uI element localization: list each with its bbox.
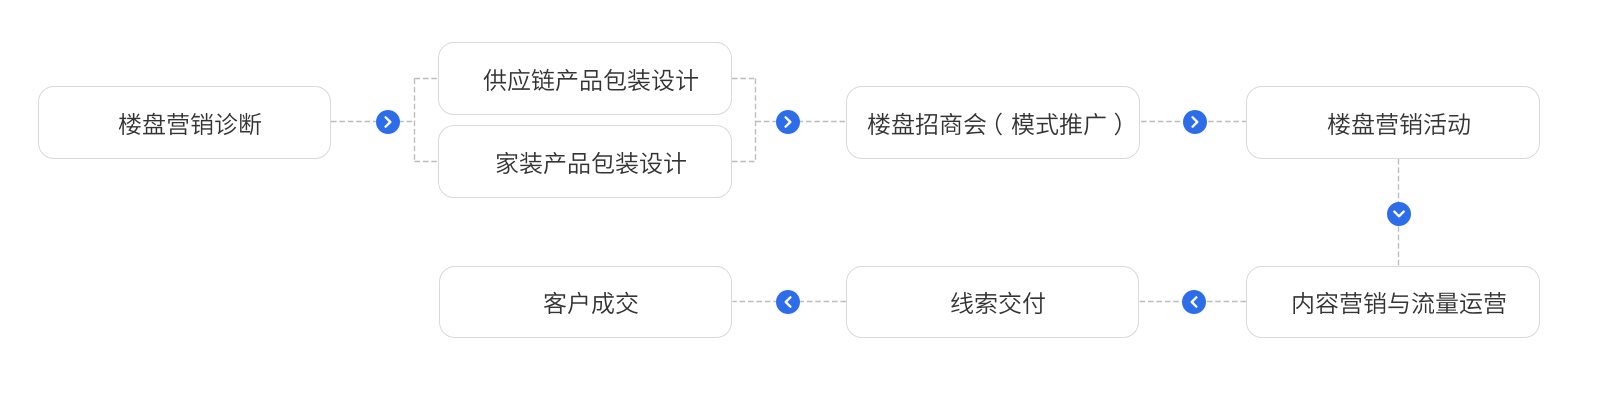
node-label-glyphs	[951, 291, 1045, 315]
node-home-decor-product-packaging-design[interactable]: 家装产品包装设计	[438, 125, 732, 198]
node-label-glyphs	[483, 68, 698, 91]
node-label-glyphs	[118, 112, 262, 135]
node-lead-delivery[interactable]: 线索交付	[846, 266, 1139, 338]
node-content-marketing-traffic-operation[interactable]: 内容营销与流量运营	[1246, 266, 1540, 338]
arrow-packaging-to-investment-fair-icon	[775, 109, 800, 134]
arrow-content-marketing-to-lead-delivery-icon	[1182, 289, 1206, 314]
node-property-marketing-diagnosis[interactable]: 楼盘营销诊断	[38, 86, 331, 159]
arrow-diagnosis-to-packaging-icon	[375, 109, 400, 134]
node-label-glyphs	[867, 112, 1121, 135]
node-label-glyphs	[543, 291, 638, 315]
node-label-glyphs	[1292, 291, 1506, 315]
arrow-investment-fair-to-activities-icon	[1183, 109, 1207, 134]
node-supply-chain-product-packaging-design[interactable]: 供应链产品包装设计	[438, 42, 732, 115]
chevron-left-icon	[1190, 295, 1198, 308]
node-label-glyphs	[1327, 112, 1470, 135]
chevron-left-icon	[784, 295, 792, 308]
arrow-lead-delivery-to-customer-deal-icon	[775, 289, 800, 314]
node-label-glyphs	[496, 151, 686, 174]
node-property-marketing-activities[interactable]: 楼盘营销活动	[1246, 86, 1540, 159]
node-property-investment-fair-model-promotion[interactable]: 楼盘招商会（模式推广）	[846, 86, 1140, 159]
chevron-right-icon	[383, 115, 391, 128]
node-customer-deal[interactable]: 客户成交	[439, 266, 732, 338]
chevron-down-icon	[1392, 210, 1405, 218]
arrow-activities-to-content-marketing-icon	[1386, 202, 1411, 226]
chevron-right-icon	[1191, 115, 1199, 128]
chevron-right-icon	[783, 115, 791, 128]
